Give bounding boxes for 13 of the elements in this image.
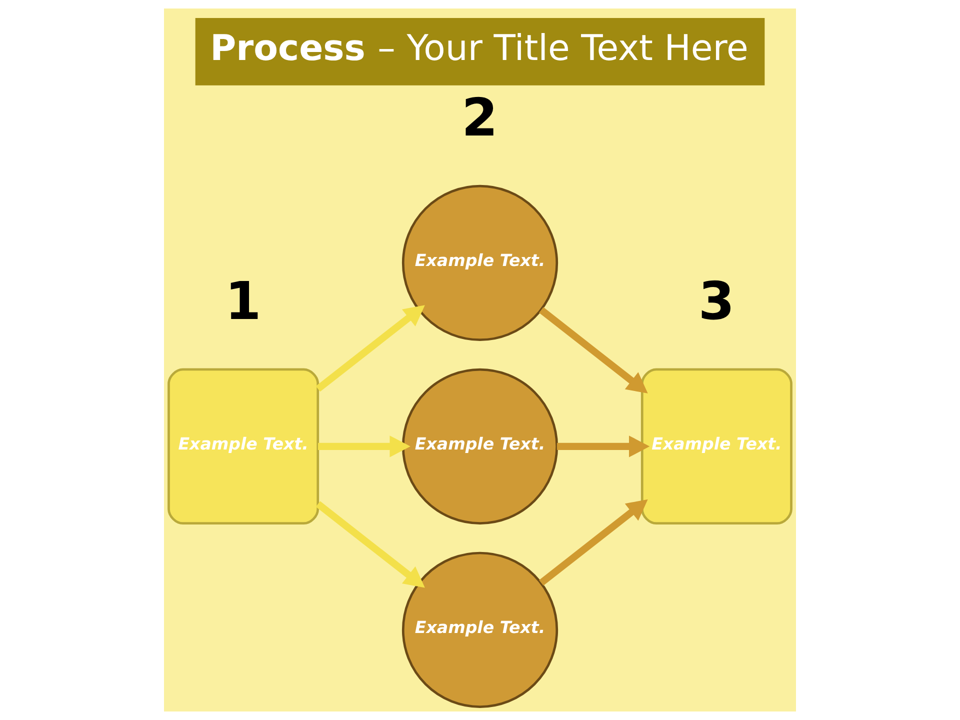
label: 1 xyxy=(224,272,262,332)
node-box: Example Text. xyxy=(640,368,792,525)
arrow xyxy=(316,305,425,392)
node-box: Example Text. xyxy=(168,368,320,525)
diagram-title: Process – Your Title Text Here xyxy=(210,28,748,69)
label: 2 xyxy=(462,88,498,148)
arrow xyxy=(316,501,425,588)
arrow xyxy=(318,436,410,458)
arrow xyxy=(539,307,648,394)
node-circle: Example Text. xyxy=(402,368,558,524)
label: 3 xyxy=(698,272,735,332)
arrow xyxy=(539,499,648,586)
arrow xyxy=(556,436,650,458)
